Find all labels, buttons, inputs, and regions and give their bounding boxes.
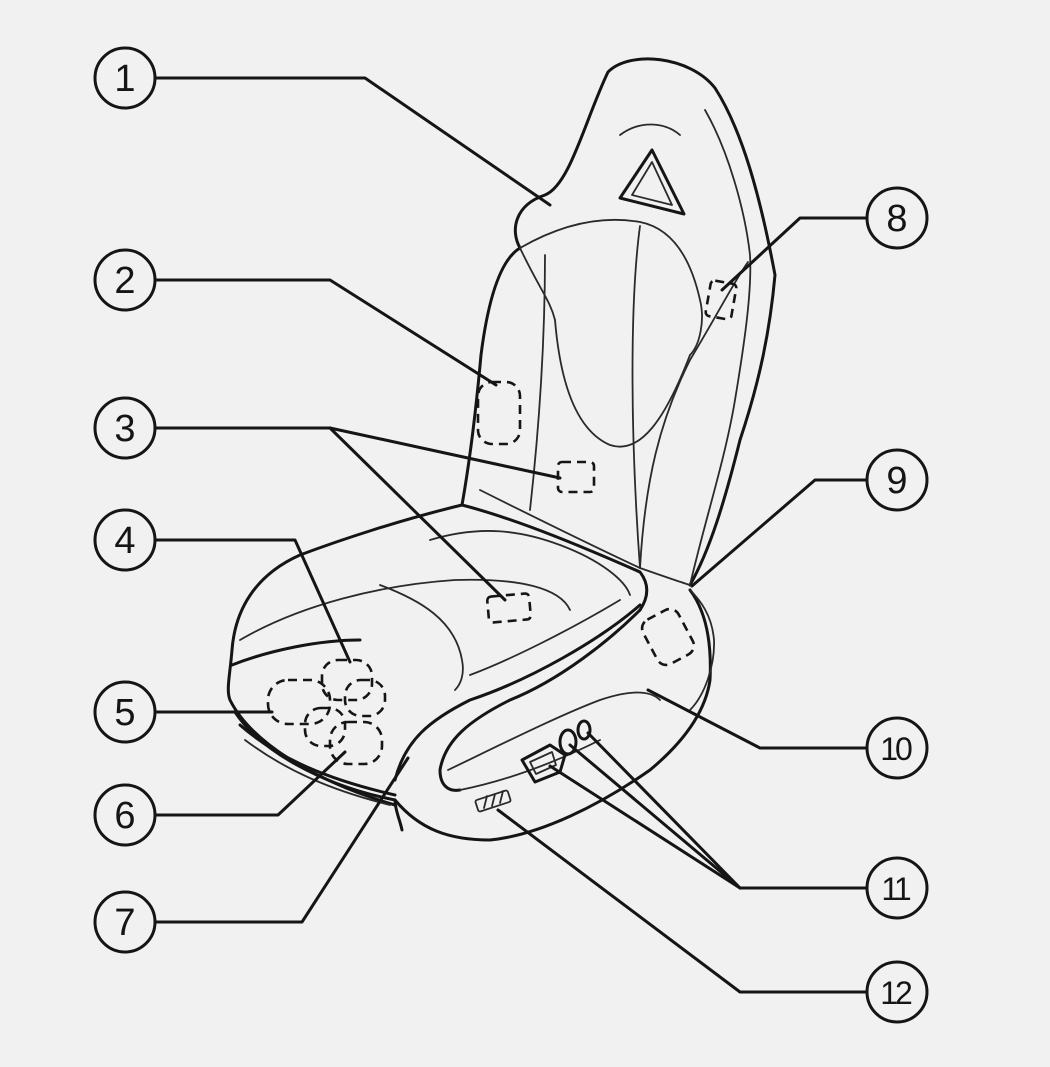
callout-5: 5 — [93, 680, 157, 744]
callout-10: 10 — [865, 716, 929, 780]
callout-2: 2 — [93, 248, 157, 312]
leader-11a — [548, 764, 867, 890]
cushion-bolster-right-inner — [469, 599, 621, 676]
cushion-underside-2 — [244, 739, 391, 806]
leader-3b — [328, 426, 507, 602]
recline-switch — [558, 728, 578, 756]
seat-switch — [520, 743, 567, 784]
leader-11c — [586, 731, 742, 890]
side-trim-outline — [393, 588, 712, 842]
callout-1: 1 — [93, 46, 157, 110]
leader-12 — [496, 808, 867, 994]
callout-11: 11 — [865, 856, 929, 920]
callout-8: 8 — [865, 186, 929, 250]
side-trim-panel — [459, 739, 601, 791]
side-trim-top — [438, 608, 642, 792]
seat-switch-inner — [529, 751, 557, 775]
hidden-sensor-8 — [704, 279, 738, 321]
seatback-center-curve-left — [519, 247, 556, 321]
cushion-rear-inner — [429, 530, 631, 596]
callout-7: 7 — [93, 890, 157, 954]
callout-12: 12 — [865, 960, 929, 1024]
cushion-rear-edge — [460, 503, 649, 612]
hidden-sensor-5 — [266, 678, 332, 726]
callout-6: 6 — [93, 783, 157, 847]
cushion-bolster-right — [393, 603, 642, 782]
hidden-sensor-9 — [640, 607, 696, 667]
leader-4 — [153, 538, 352, 664]
indicator-slot — [491, 793, 496, 807]
indicator-slot — [499, 790, 504, 804]
belt-guide-inner — [631, 161, 673, 206]
leader-8 — [720, 216, 867, 292]
leader-6 — [153, 750, 347, 817]
side-trim-recess — [447, 691, 661, 771]
belt-guide-triangle — [618, 148, 686, 216]
callout-3: 3 — [93, 396, 157, 460]
seatback-top-curve — [619, 123, 681, 136]
leader-11b — [568, 743, 742, 890]
leader-2 — [153, 278, 498, 387]
leader-10 — [646, 688, 867, 750]
hidden-sensor-4-b — [343, 678, 387, 718]
hidden-sensor-2 — [476, 380, 522, 446]
callout-12-label: 12 — [880, 975, 912, 1011]
side-trim-right — [689, 589, 715, 711]
seat-illustration — [226, 57, 777, 842]
seatback-outline — [460, 57, 777, 587]
callout-11-label: 11 — [881, 871, 910, 907]
callout-4: 4 — [93, 508, 157, 572]
callout-8-label: 8 — [886, 198, 907, 240]
callout-3-label: 3 — [114, 408, 135, 450]
callout-6-label: 6 — [114, 795, 135, 837]
cushion-bolster-left — [239, 578, 571, 641]
heater-indicator — [474, 789, 512, 813]
indicator-slot — [483, 795, 488, 809]
seatback-right-seam — [631, 225, 641, 569]
callout-7-label: 7 — [114, 902, 135, 944]
seatback-lower-edge — [479, 489, 691, 586]
seatback-left-seam — [529, 254, 546, 511]
hidden-sensor-6-a — [303, 706, 347, 748]
callout-1-label: 1 — [114, 58, 135, 100]
hidden-sensor-3-back — [556, 460, 596, 494]
seatback-side-panel — [689, 109, 752, 586]
leader-lines — [153, 76, 867, 994]
lumbar-switch — [576, 719, 592, 741]
hidden-sensor-3-cushion — [485, 592, 533, 624]
callout-4-label: 4 — [114, 520, 135, 562]
cushion-underside — [238, 723, 397, 797]
leader-9 — [690, 478, 867, 588]
seatback-center-panel — [519, 218, 703, 356]
seatback-center-curve — [554, 319, 691, 448]
cushion-center-curve — [379, 584, 464, 691]
hidden-sensor-4-a — [320, 658, 374, 702]
seatback-side-panel-inner — [639, 261, 749, 569]
callout-10-label: 10 — [880, 731, 912, 767]
callout-9-label: 9 — [886, 460, 907, 502]
leader-1 — [153, 76, 552, 207]
cushion-front-edge — [230, 638, 362, 667]
callout-5-label: 5 — [114, 692, 135, 734]
callout-2-label: 2 — [114, 260, 135, 302]
callout-9: 9 — [865, 448, 929, 512]
callouts: 1 2 3 4 5 6 7 8 — [93, 46, 929, 1024]
hidden-sensor-6-b — [328, 720, 384, 766]
leader-7 — [153, 756, 410, 924]
